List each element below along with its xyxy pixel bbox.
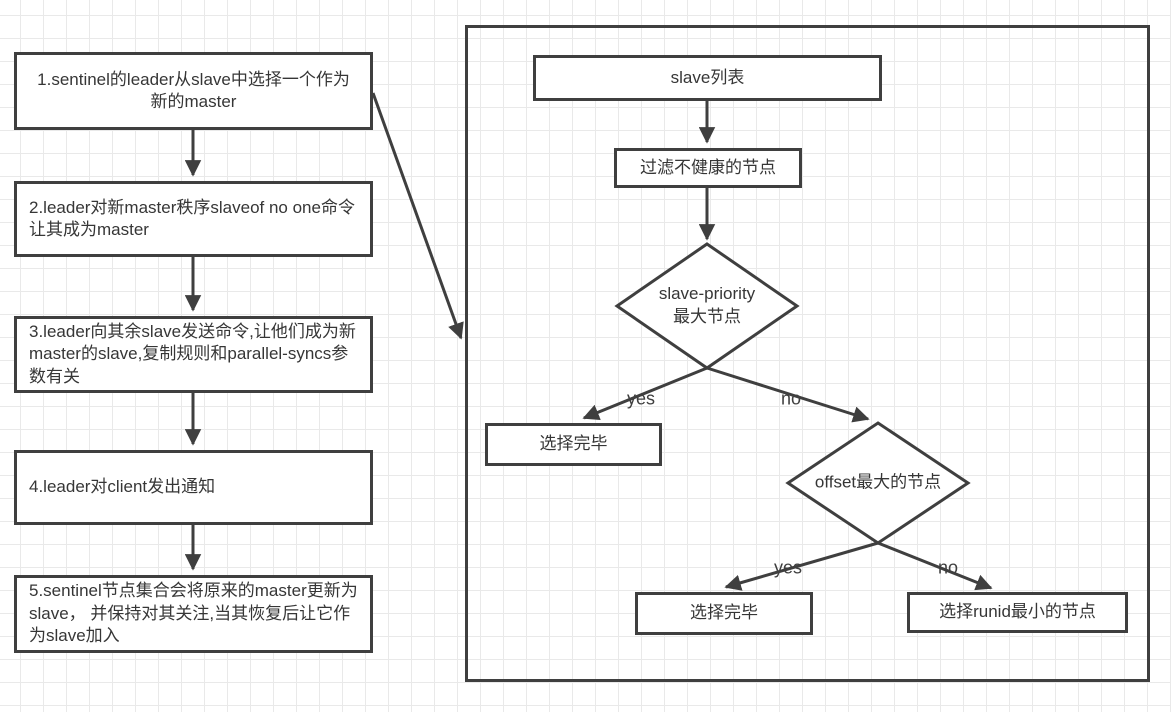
priority-yes-label: yes: [626, 388, 656, 409]
arrow-priority-no: [706, 366, 870, 423]
decision-offset-text: offset最大的节点: [814, 472, 942, 492]
decision-offset-diamond: [785, 421, 971, 545]
pick-runid-text: 选择runid最小的节点: [939, 602, 1096, 622]
step-2-text: 2.leader对新master秩序slaveof no one命令让其成为ma…: [29, 197, 355, 239]
pick-runid-box: 选择runid最小的节点: [907, 592, 1128, 633]
done-priority-box: 选择完毕: [485, 423, 662, 466]
step-3-box: 3.leader向其余slave发送命令,让他们成为新master的slave,…: [14, 316, 373, 393]
step-1-box: 1.sentinel的leader从slave中选择一个作为新的master: [14, 52, 373, 130]
offset-no-label: no: [937, 557, 959, 578]
done-offset-text: 选择完毕: [690, 603, 758, 623]
step-1-text: 1.sentinel的leader从slave中选择一个作为新的master: [37, 69, 350, 111]
filter-unhealthy-text: 过滤不健康的节点: [640, 157, 776, 177]
slave-list-box: slave列表: [533, 55, 882, 101]
done-priority-text: 选择完毕: [539, 434, 608, 454]
arrow-offset-no: [877, 541, 993, 591]
slave-list-text: slave列表: [670, 67, 745, 87]
offset-yes-label: yes: [773, 557, 803, 578]
priority-no-label: no: [780, 388, 802, 409]
step-3-text: 3.leader向其余slave发送命令,让他们成为新master的slave,…: [29, 321, 356, 386]
arrow-priority-yes: [582, 366, 708, 421]
arrow-offset-yes: [724, 541, 879, 591]
step-4-text: 4.leader对client发出通知: [29, 477, 216, 497]
step-2-box: 2.leader对新master秩序slaveof no one命令让其成为ma…: [14, 181, 373, 257]
done-offset-box: 选择完毕: [635, 592, 813, 635]
selection-panel: [465, 25, 1150, 682]
step-5-text: 5.sentinel节点集合会将原来的master更新为slave， 并保持对其…: [29, 581, 358, 646]
decision-priority-diamond: [614, 242, 800, 370]
decision-priority-line1: slave-priority: [658, 284, 756, 304]
step-4-box: 4.leader对client发出通知: [14, 450, 373, 525]
step-5-box: 5.sentinel节点集合会将原来的master更新为slave， 并保持对其…: [14, 575, 373, 653]
arrow-step1-panel: [371, 92, 464, 340]
decision-priority-label: slave-priority 最大节点: [642, 283, 772, 329]
decision-offset-label: offset最大的节点: [810, 472, 946, 495]
decision-priority-line2: 最大节点: [673, 307, 741, 326]
filter-unhealthy-box: 过滤不健康的节点: [614, 148, 802, 188]
